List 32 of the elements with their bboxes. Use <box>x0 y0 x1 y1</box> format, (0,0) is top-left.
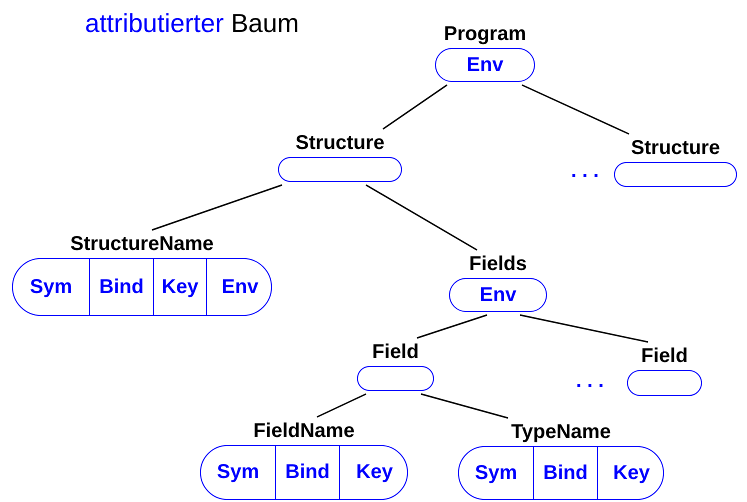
attribute-label: Bind <box>89 259 153 315</box>
tree-edge <box>366 184 478 251</box>
attribute-label: Bind <box>533 447 597 499</box>
diagram-title: attributierter Baum <box>85 8 299 39</box>
attribute-label: Env <box>478 282 518 308</box>
tree-edge <box>316 393 366 418</box>
attribute-label: Env <box>206 259 271 315</box>
ellipsis: . . . <box>571 160 599 183</box>
attribute-label: Sym <box>474 460 518 486</box>
attribute-label: Sym <box>216 460 260 485</box>
attribute-label: Key <box>153 259 206 315</box>
node-label: FieldName <box>253 419 355 443</box>
attribute-label: Env <box>466 52 504 78</box>
node-label: Structure <box>631 136 720 160</box>
node-label: Field <box>372 340 419 364</box>
node-label: Field <box>641 344 688 368</box>
tree-edge <box>152 184 282 231</box>
ellipsis: . . . <box>576 370 604 393</box>
attribute-label: Key <box>597 447 663 499</box>
node-label: Fields <box>469 252 527 276</box>
attribute-label: Key <box>339 446 407 499</box>
attribute-label: Bind <box>275 446 339 499</box>
tree-edge <box>382 84 448 130</box>
node-label: TypeName <box>511 420 611 444</box>
tree-edge <box>420 393 508 419</box>
tree-edge <box>522 84 630 135</box>
attribute-label: Sym <box>28 274 74 300</box>
node-label: StructureName <box>70 232 214 256</box>
node-label: Structure <box>296 131 384 155</box>
tree-edge <box>416 314 488 339</box>
node-label: Program <box>444 22 526 46</box>
tree-edge <box>520 314 648 343</box>
